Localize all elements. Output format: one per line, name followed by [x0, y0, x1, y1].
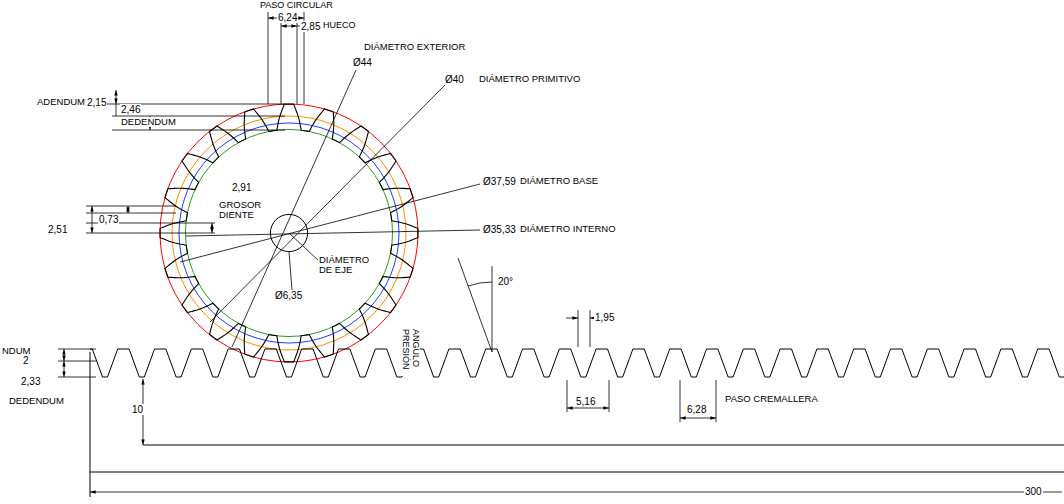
dimension-label: 5,16 — [575, 396, 596, 407]
extension-line — [281, 20, 282, 104]
extension-line — [86, 233, 215, 234]
dimension-line — [90, 492, 1062, 493]
base-circle — [179, 123, 399, 343]
leader-line — [289, 233, 320, 262]
dimension-label: 300 — [1024, 486, 1043, 497]
dimension-label: GROSOR DIENTE — [218, 200, 264, 221]
dimension-label: DIÁMETRO BASE — [519, 176, 599, 186]
dimension-line — [128, 206, 129, 213]
dimension-line — [64, 349, 65, 361]
dimension-label: DEDENDUM — [120, 117, 177, 127]
root-circle — [186, 130, 393, 337]
dimension-label: Ø44 — [352, 57, 373, 68]
dimension-label: ADENDUM — [36, 97, 86, 107]
dimension-line — [92, 206, 93, 233]
extension-line — [716, 380, 717, 422]
dimension-label: 2,51 — [47, 224, 68, 235]
dimension-label: 2,91 — [231, 182, 252, 193]
dimension-label: 2,15 — [86, 97, 107, 108]
dimension-label: 1,95 — [594, 312, 615, 323]
dimension-label: DIÁMETRO INTERNO — [519, 224, 617, 234]
drawing-group — [0, 12, 1064, 497]
dimension-label: Ø37,59 — [482, 176, 517, 187]
extension-line — [680, 380, 681, 422]
dimension-label: DIÁMETRO DE EJE — [318, 255, 374, 276]
dimension-label: ANGULO PRESIÓN — [400, 328, 420, 376]
dimension-label: 2,85 — [300, 21, 321, 32]
leader-line — [180, 184, 480, 262]
leader-line — [186, 230, 480, 236]
extension-line — [566, 318, 578, 319]
rack-end-line — [90, 352, 91, 497]
extension-line — [116, 104, 117, 116]
dimension-line — [567, 408, 609, 409]
dimension-label: Ø6,35 — [274, 290, 303, 301]
rack-base-line — [90, 472, 1064, 473]
dimension-label: 10 — [131, 404, 144, 415]
rack-teeth — [90, 349, 1064, 377]
dimension-label: PASO CREMALLERA — [724, 394, 819, 404]
extension-line — [578, 310, 579, 347]
dimension-label: Ø35,33 — [482, 224, 517, 235]
angle-line — [492, 266, 493, 352]
dimension-label: Ø40 — [444, 74, 465, 85]
extension-line — [112, 130, 285, 131]
dimension-label: DIÁMETRO PRIMITIVO — [478, 74, 581, 84]
dimension-line — [680, 418, 716, 419]
dimension-label: 20° — [497, 276, 514, 287]
dimension-label: 6,28 — [686, 404, 707, 415]
angle-arc — [468, 282, 492, 286]
extension-line — [567, 380, 568, 412]
dimension-line — [281, 26, 297, 27]
dimension-label: 2,33 — [20, 376, 41, 387]
extension-line — [609, 380, 610, 412]
rack-line — [143, 445, 1064, 446]
extension-line — [297, 20, 298, 104]
dimension-label: 0,73 — [98, 214, 119, 225]
dimension-label: PASO CIRCULAR — [259, 1, 334, 11]
angle-line — [458, 258, 492, 352]
dimension-line — [64, 361, 65, 377]
dimension-label: 2,46 — [120, 104, 141, 115]
dimension-label: HUECO — [322, 21, 357, 31]
dimension-line — [212, 223, 213, 233]
dimension-label: 6,24 — [277, 12, 298, 23]
dimension-label: DIÁMETRO EXTERIOR — [363, 42, 466, 52]
extension-line — [86, 206, 176, 207]
dimension-label: DEDENDUM — [8, 396, 65, 406]
dimension-label: 2 — [22, 355, 30, 366]
leader-line — [289, 252, 292, 290]
dimension-line — [116, 90, 117, 104]
extension-line — [268, 12, 269, 104]
leader-line — [210, 84, 446, 322]
extension-line — [590, 310, 591, 347]
